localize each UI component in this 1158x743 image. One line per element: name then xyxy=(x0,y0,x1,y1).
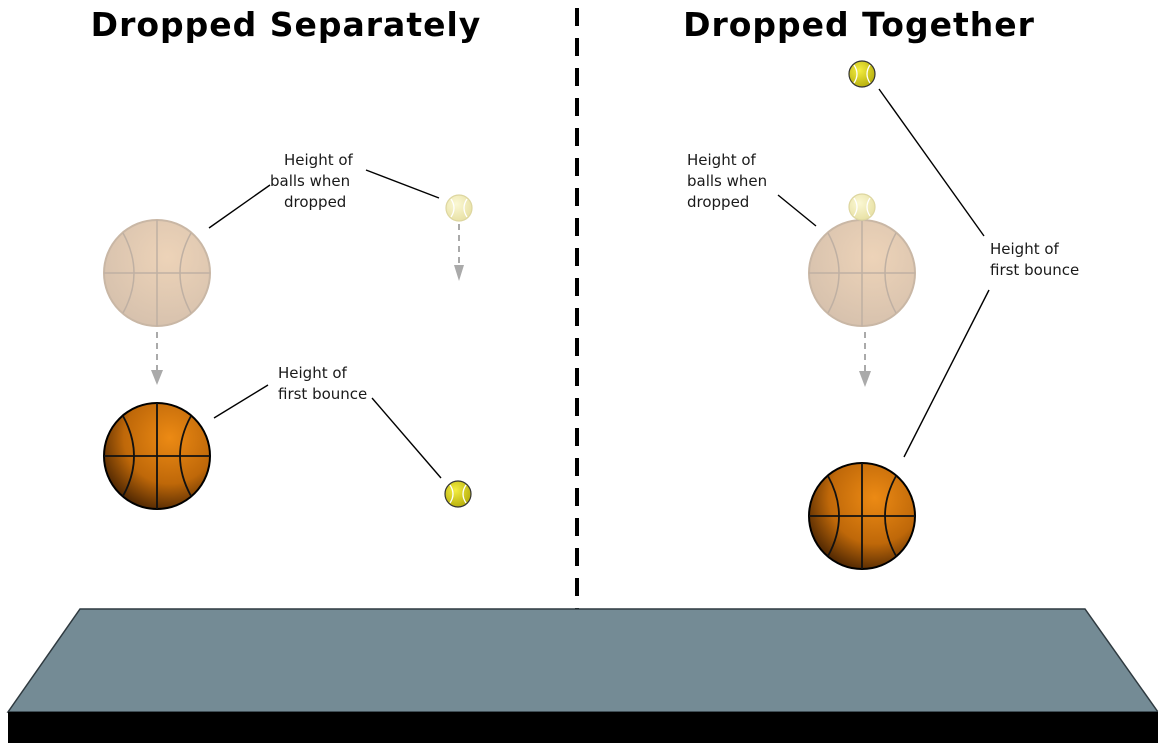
right-panel-title: Dropped Together xyxy=(683,5,1035,44)
tennis-ball-icon xyxy=(446,195,472,221)
arrow-down-icon xyxy=(454,224,464,281)
basketball-icon xyxy=(104,403,210,509)
label-line: balls when xyxy=(687,172,767,190)
left-drop-height-label: Height of balls when dropped xyxy=(270,151,354,211)
right-bounce-height-label: Height of first bounce xyxy=(990,240,1079,279)
label-line: dropped xyxy=(284,193,346,211)
floor-surface xyxy=(8,609,1158,712)
basketball-icon xyxy=(809,463,915,569)
arrow-down-icon xyxy=(151,332,163,385)
label-line: Height of xyxy=(284,151,354,169)
label-line: balls when xyxy=(270,172,350,190)
floor xyxy=(8,609,1158,743)
right-drop-height-label: Height of balls when dropped xyxy=(687,151,767,211)
leader-line xyxy=(904,290,989,457)
tennis-ball-icon xyxy=(445,481,471,507)
tennis-ball-icon xyxy=(849,61,875,87)
label-line: Height of xyxy=(278,364,348,382)
leader-line xyxy=(214,385,268,418)
basketball-icon xyxy=(104,220,210,326)
left-panel-title: Dropped Separately xyxy=(91,5,482,44)
leader-line xyxy=(778,195,816,226)
leader-line xyxy=(879,89,984,236)
basketball-icon xyxy=(809,220,915,326)
label-line: first bounce xyxy=(278,385,367,403)
leader-line xyxy=(366,170,439,198)
label-line: Height of xyxy=(990,240,1060,258)
floor-edge xyxy=(8,712,1158,743)
leader-line xyxy=(209,185,270,228)
leader-line xyxy=(372,398,441,478)
label-line: first bounce xyxy=(990,261,1079,279)
tennis-ball-icon xyxy=(849,194,875,220)
arrow-down-icon xyxy=(859,332,871,387)
label-line: dropped xyxy=(687,193,749,211)
label-line: Height of xyxy=(687,151,757,169)
left-bounce-height-label: Height of first bounce xyxy=(278,364,367,403)
